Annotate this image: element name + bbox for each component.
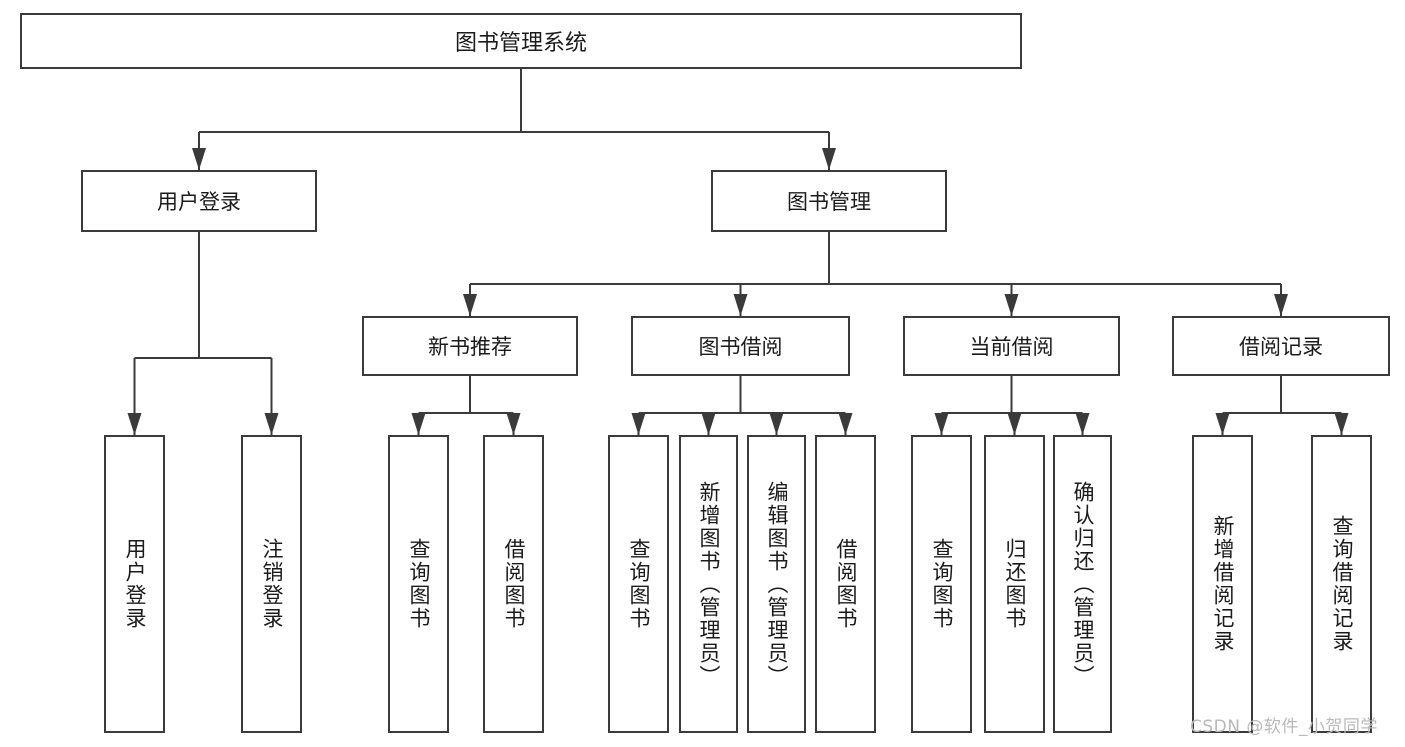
node-leaf-query-3[interactable]: 查询图书 (911, 435, 972, 733)
node-leaf-query-rec[interactable]: 查询借阅记录 (1311, 435, 1372, 733)
node-label: 编辑图书（管理员） (765, 480, 789, 688)
node-label: 查询图书 (407, 538, 431, 630)
node-leaf-add-rec[interactable]: 新增借阅记录 (1192, 435, 1253, 733)
node-leaf-borrow-2[interactable]: 借阅图书 (815, 435, 876, 733)
node-label: 用户登录 (157, 190, 241, 214)
node-leaf-query-2[interactable]: 查询图书 (608, 435, 669, 733)
node-leaf-user-login[interactable]: 用户登录 (104, 435, 165, 733)
node-label: 图书借阅 (698, 335, 783, 359)
node-book-manage[interactable]: 图书管理 (711, 170, 947, 232)
watermark: CSDN @软件_小贺同学 (1190, 717, 1378, 737)
node-leaf-return[interactable]: 归还图书 (984, 435, 1045, 733)
node-leaf-query-1[interactable]: 查询图书 (388, 435, 449, 733)
node-leaf-edit-book[interactable]: 编辑图书（管理员） (747, 435, 806, 733)
node-label: 新书推荐 (428, 335, 512, 359)
node-root[interactable]: 图书管理系统 (20, 13, 1022, 69)
node-label: 查询图书 (627, 538, 651, 630)
node-label: 归还图书 (1003, 538, 1027, 630)
node-label: 图书管理 (787, 190, 871, 214)
node-label: 借阅记录 (1239, 335, 1323, 359)
node-label: 查询图书 (930, 538, 954, 630)
node-label: 用户登录 (123, 538, 147, 630)
node-label: 确认归还（管理员） (1071, 480, 1095, 688)
node-leaf-add-book[interactable]: 新增图书（管理员） (679, 435, 738, 733)
node-current-borrow[interactable]: 当前借阅 (903, 316, 1120, 376)
node-label: 借阅图书 (502, 538, 526, 630)
node-user-login[interactable]: 用户登录 (81, 170, 317, 232)
node-label: 图书管理系统 (454, 31, 587, 56)
node-leaf-logout[interactable]: 注销登录 (241, 435, 302, 733)
node-label: 新增借阅记录 (1211, 515, 1235, 653)
node-leaf-confirm[interactable]: 确认归还（管理员） (1053, 435, 1112, 733)
node-leaf-borrow-1[interactable]: 借阅图书 (483, 435, 544, 733)
node-label: 查询借阅记录 (1330, 515, 1354, 653)
node-new-book-rec[interactable]: 新书推荐 (362, 316, 578, 376)
node-label: 新增图书（管理员） (697, 480, 721, 688)
node-label: 借阅图书 (834, 538, 858, 630)
node-label: 当前借阅 (969, 335, 1054, 359)
node-label: 注销登录 (260, 538, 284, 630)
node-borrow-record[interactable]: 借阅记录 (1172, 316, 1390, 376)
node-book-borrow[interactable]: 图书借阅 (631, 316, 850, 376)
